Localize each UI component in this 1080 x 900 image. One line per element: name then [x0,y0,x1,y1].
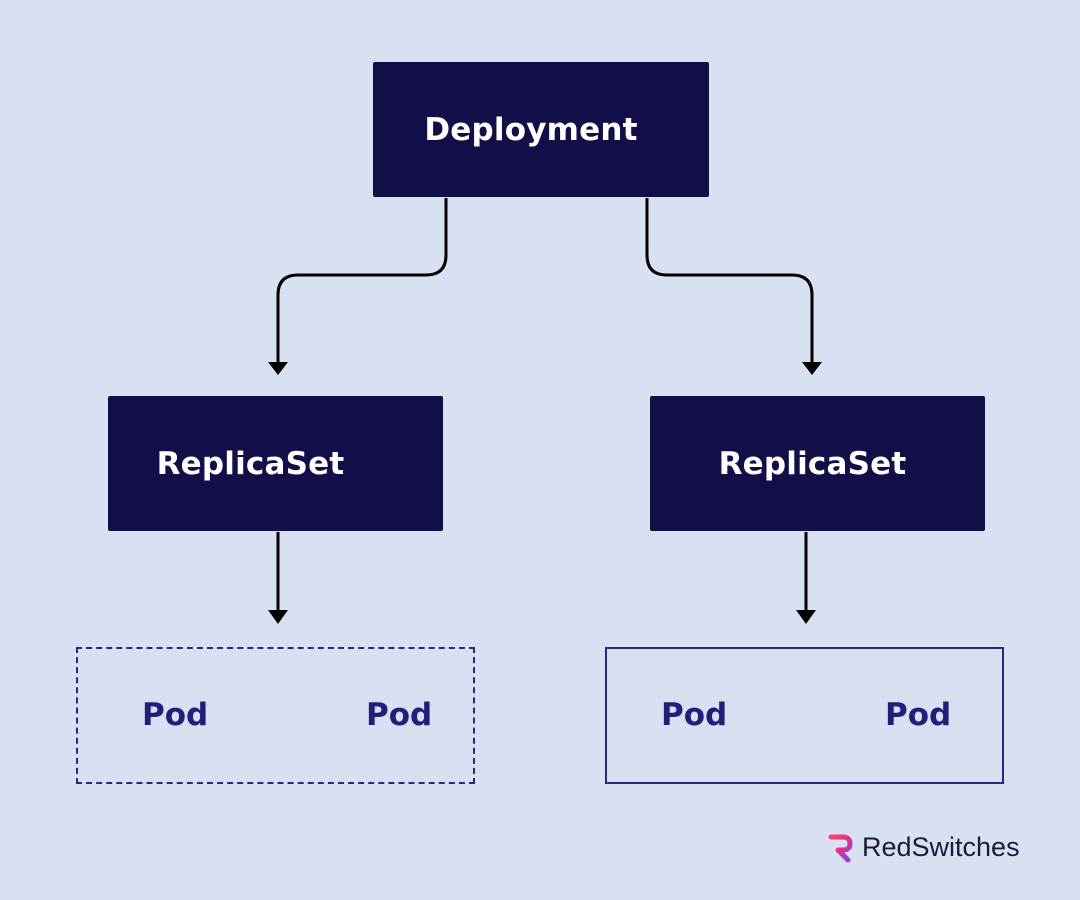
deployment-label: Deployment [424,111,638,148]
pod-label: Pod [366,697,433,733]
pod-group-right: Pod Pod [605,647,1004,784]
replicaset-node-left: ReplicaSet [108,396,443,531]
arrowhead-pods-left [268,610,288,624]
connector-deployment-to-replicaset-right [645,198,814,366]
brand: RedSwitches [828,832,1020,863]
pod-label: Pod [661,697,728,733]
arrowhead-pods-right [796,610,816,624]
pod-group-left: Pod Pod [76,647,475,784]
pod-label: Pod [142,697,209,733]
connector-deployment-to-replicaset-left [276,198,448,366]
redswitches-logo-icon [828,833,853,862]
arrowhead-replicaset-left [268,362,288,375]
replicaset-left-label: ReplicaSet [156,445,345,482]
arrowhead-replicaset-right [802,362,822,375]
replicaset-node-right: ReplicaSet [650,396,985,531]
brand-name: RedSwitches [862,832,1020,862]
replicaset-right-label: ReplicaSet [718,445,907,482]
deployment-node: Deployment [373,62,709,197]
pod-label: Pod [885,697,952,733]
